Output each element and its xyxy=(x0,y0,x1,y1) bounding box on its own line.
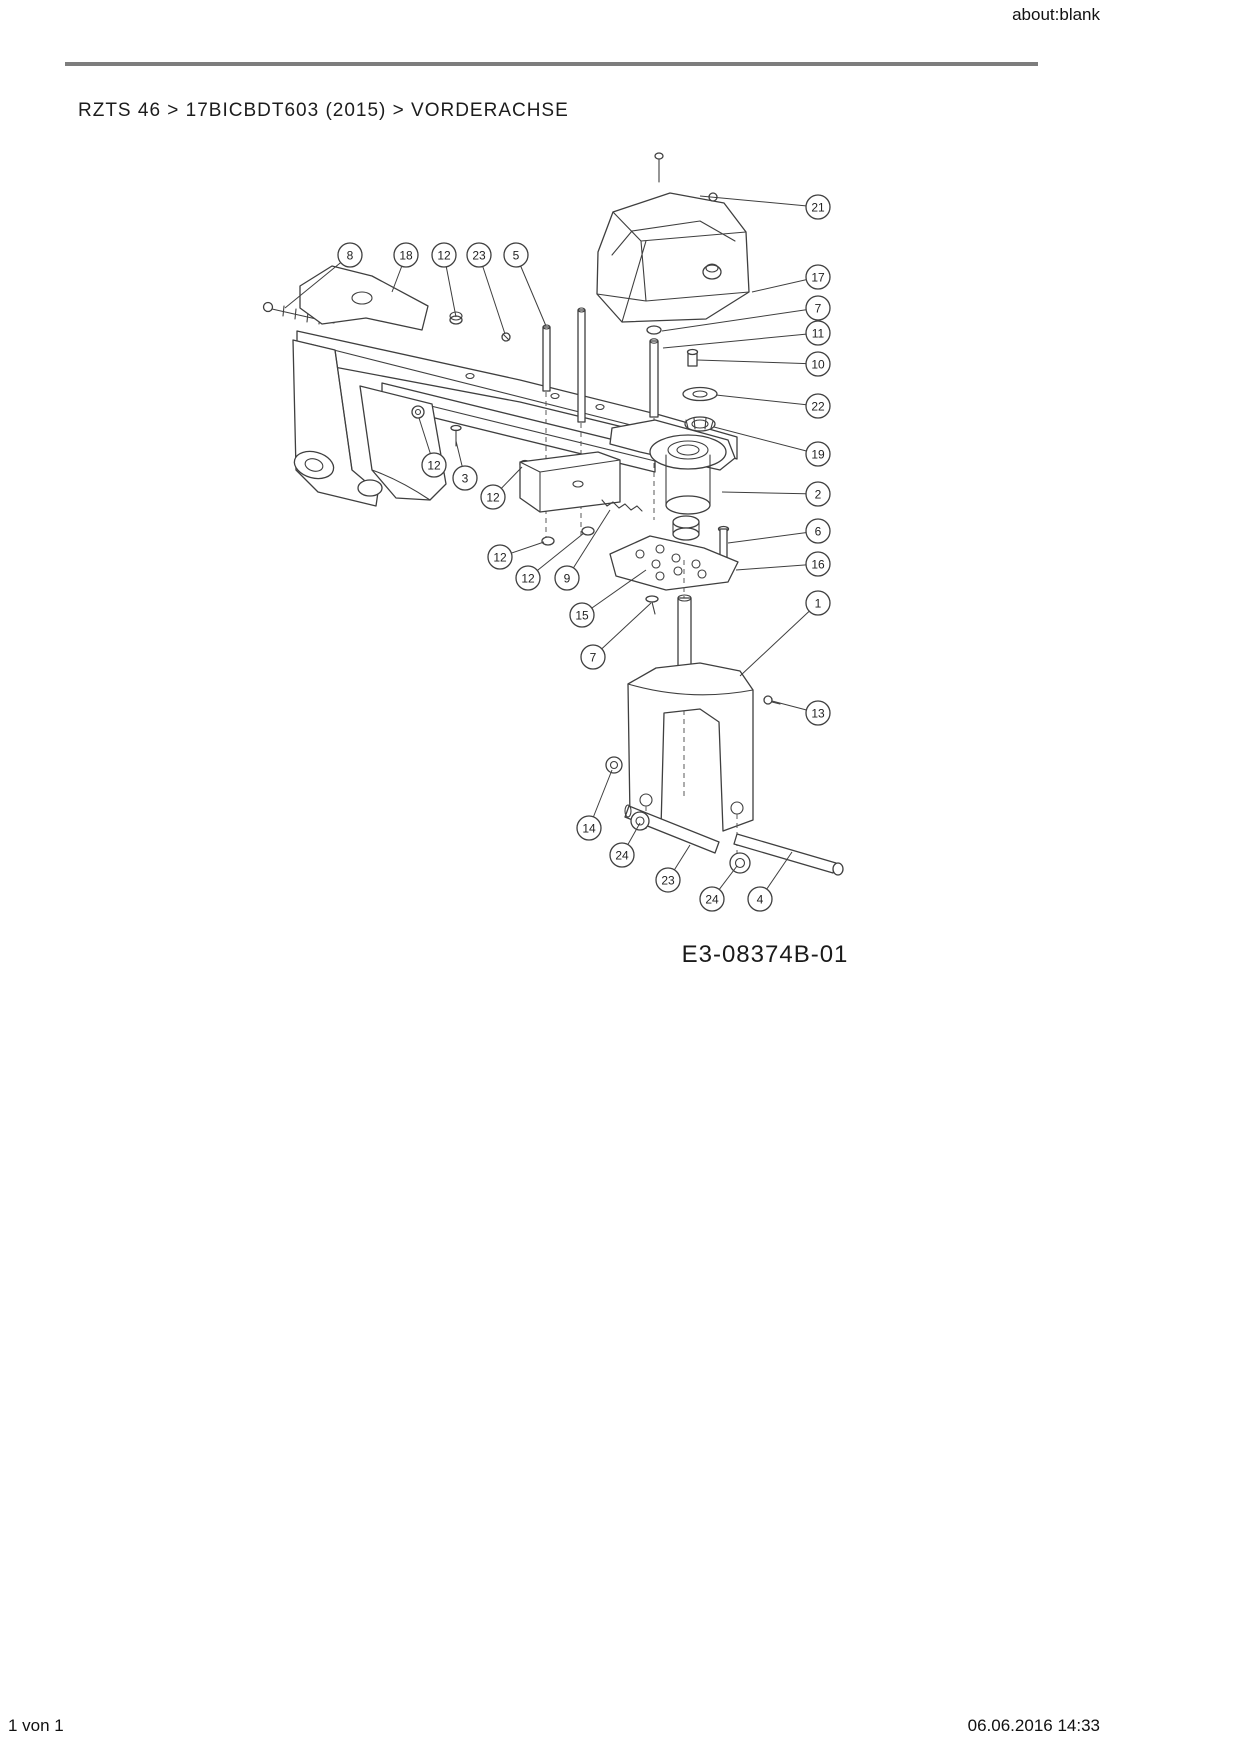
callout-label-19: 19 xyxy=(811,448,825,462)
fasteners-middle xyxy=(411,311,511,447)
breadcrumb: RZTS 46 > 17BICBDT603 (2015) > VORDERACH… xyxy=(78,100,569,121)
callout-22 xyxy=(805,393,831,419)
callout-leader-8 xyxy=(284,254,351,309)
callout-23 xyxy=(466,242,492,268)
callout-9 xyxy=(554,565,580,591)
center-bracket-block xyxy=(519,451,643,546)
callout-leader-16 xyxy=(735,563,819,571)
callout-19 xyxy=(805,441,831,467)
callout-7 xyxy=(805,295,831,321)
callout-12 xyxy=(487,544,513,570)
diagram-part-code: E3-08374B-01 xyxy=(682,941,849,968)
callout-label-17: 17 xyxy=(811,271,825,285)
diagram-callouts: 21 17 7 11 10 22 19 2 6 16 1 13 8 18 12 23 5 12 3 12 12 12 9 15… xyxy=(284,194,831,912)
axle-pins xyxy=(624,804,844,876)
callout-label-12: 12 xyxy=(493,551,507,565)
callout-leader-15 xyxy=(581,569,647,616)
pivot-stack xyxy=(646,325,718,520)
spindle-housing xyxy=(609,419,736,541)
callout-label-23: 23 xyxy=(472,249,486,263)
callout-leader-2 xyxy=(721,491,819,495)
callout-12 xyxy=(515,565,541,591)
callout-18 xyxy=(393,242,419,268)
callout-label-9: 9 xyxy=(564,572,571,586)
callout-label-13: 13 xyxy=(811,707,825,721)
callout-label-15: 15 xyxy=(575,609,589,623)
callout-12 xyxy=(421,452,447,478)
callout-leader-10 xyxy=(696,359,819,365)
callout-label-7: 7 xyxy=(815,302,822,316)
left-lever-bracket xyxy=(262,265,429,331)
callout-10 xyxy=(805,351,831,377)
callout-label-16: 16 xyxy=(811,558,825,572)
callout-16 xyxy=(805,551,831,577)
callout-label-5: 5 xyxy=(513,249,520,263)
axle-cover xyxy=(596,152,750,323)
callout-label-12: 12 xyxy=(437,249,451,263)
callout-24 xyxy=(699,886,725,912)
callout-label-18: 18 xyxy=(399,249,413,263)
callout-label-14: 14 xyxy=(582,822,596,836)
callout-leader-7 xyxy=(661,307,819,332)
mounting-plate xyxy=(609,525,739,615)
callout-label-8: 8 xyxy=(347,249,354,263)
caster-fork xyxy=(605,560,781,832)
callout-8 xyxy=(337,242,363,268)
callout-6 xyxy=(805,518,831,544)
callout-label-23: 23 xyxy=(661,874,675,888)
callout-13 xyxy=(805,700,831,726)
callout-17 xyxy=(805,264,831,290)
header-divider xyxy=(65,62,1038,66)
callout-label-11: 11 xyxy=(812,327,825,341)
callout-24 xyxy=(609,842,635,868)
callout-2 xyxy=(805,481,831,507)
callout-label-12: 12 xyxy=(427,459,441,473)
callout-label-24: 24 xyxy=(615,849,629,863)
callout-23 xyxy=(655,867,681,893)
callout-3 xyxy=(452,465,478,491)
callout-label-7: 7 xyxy=(590,651,597,665)
callout-14 xyxy=(576,815,602,841)
callout-label-12: 12 xyxy=(486,491,500,505)
callout-label-6: 6 xyxy=(815,525,822,539)
callout-12 xyxy=(480,484,506,510)
callout-4 xyxy=(747,886,773,912)
callout-leader-22 xyxy=(715,394,819,407)
callout-leader-9 xyxy=(566,509,611,579)
callout-label-24: 24 xyxy=(705,893,719,907)
callout-1 xyxy=(805,590,831,616)
callout-21 xyxy=(805,194,831,220)
footer-datetime: 06.06.2016 14:33 xyxy=(967,1716,1100,1735)
callout-leader-1 xyxy=(739,602,819,677)
callout-leader-6 xyxy=(727,530,819,544)
callout-label-22: 22 xyxy=(811,400,825,414)
callout-leader-19 xyxy=(713,426,819,455)
callout-label-2: 2 xyxy=(815,488,822,502)
callout-5 xyxy=(503,242,529,268)
callout-11 xyxy=(805,320,831,346)
callout-15 xyxy=(569,602,595,628)
header-url: about:blank xyxy=(1012,5,1100,24)
callout-label-1: 1 xyxy=(815,597,822,611)
callout-leader-21 xyxy=(699,195,819,208)
footer-page-count: 1 von 1 xyxy=(8,1716,64,1735)
callout-leader-5 xyxy=(515,254,547,327)
callout-label-4: 4 xyxy=(757,893,764,907)
left-support-bracket xyxy=(292,339,447,507)
callout-label-12: 12 xyxy=(521,572,535,586)
callout-leader-23 xyxy=(478,254,506,335)
callout-leader-7 xyxy=(592,602,652,658)
callout-12 xyxy=(431,242,457,268)
callout-label-10: 10 xyxy=(811,358,825,372)
callout-label-21: 21 xyxy=(811,201,825,215)
callout-label-3: 3 xyxy=(462,472,469,486)
callout-7 xyxy=(580,644,606,670)
callout-leader-11 xyxy=(662,332,819,349)
